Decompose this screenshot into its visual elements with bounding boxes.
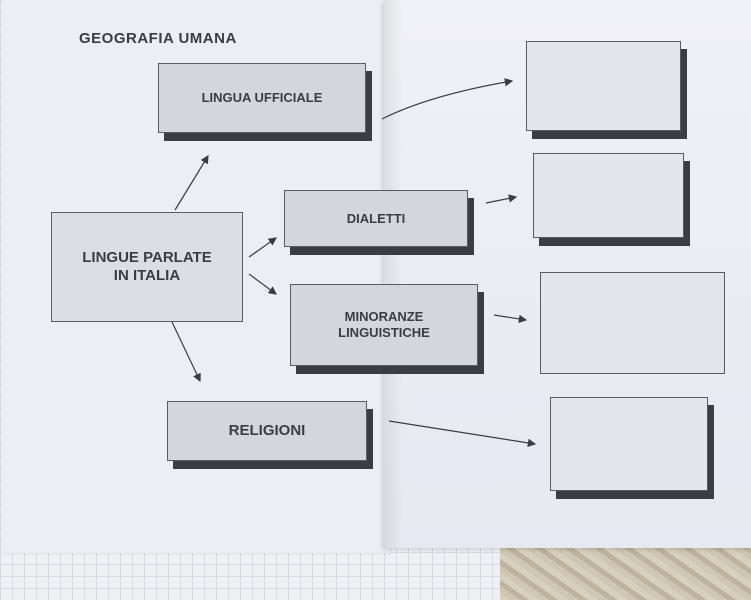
box-lingue-parlate: LINGUE PARLATE IN ITALIA [51, 212, 243, 322]
arrow-to-dialetti [248, 237, 277, 258]
arrow-ufficiale-answer [381, 78, 514, 120]
answer-box-4[interactable] [550, 397, 708, 491]
arrow-to-religioni [171, 321, 201, 383]
answer-box-1[interactable] [526, 41, 681, 131]
arrow-to-lingua-ufficiale [174, 154, 209, 211]
page-fold-shadow [384, 0, 402, 548]
box-lingue-parlate-label: LINGUE PARLATE IN ITALIA [82, 249, 212, 284]
arrow-to-minoranze [248, 273, 277, 295]
box-dialetti-label: DIALETTI [346, 210, 406, 226]
worksheet-title: GEOGRAFIA UMANA [79, 30, 237, 47]
answer-box-2[interactable] [533, 153, 684, 238]
answer-box-3[interactable] [540, 272, 725, 374]
arrow-religioni-answer [388, 420, 537, 448]
arrow-dialetti-answer [485, 194, 518, 204]
box-minoranze-label: MINORANZE LINGUISTICHE [338, 309, 430, 340]
box-minoranze: MINORANZE LINGUISTICHE [290, 284, 478, 366]
box-dialetti: DIALETTI [284, 190, 468, 247]
box-lingua-ufficiale-label: LINGUA UFFICIALE [201, 90, 323, 106]
box-religioni-label: RELIGIONI [228, 422, 306, 439]
box-lingua-ufficiale: LINGUA UFFICIALE [158, 63, 366, 133]
arrow-minoranze-answer [493, 314, 528, 324]
box-religioni: RELIGIONI [167, 401, 367, 461]
